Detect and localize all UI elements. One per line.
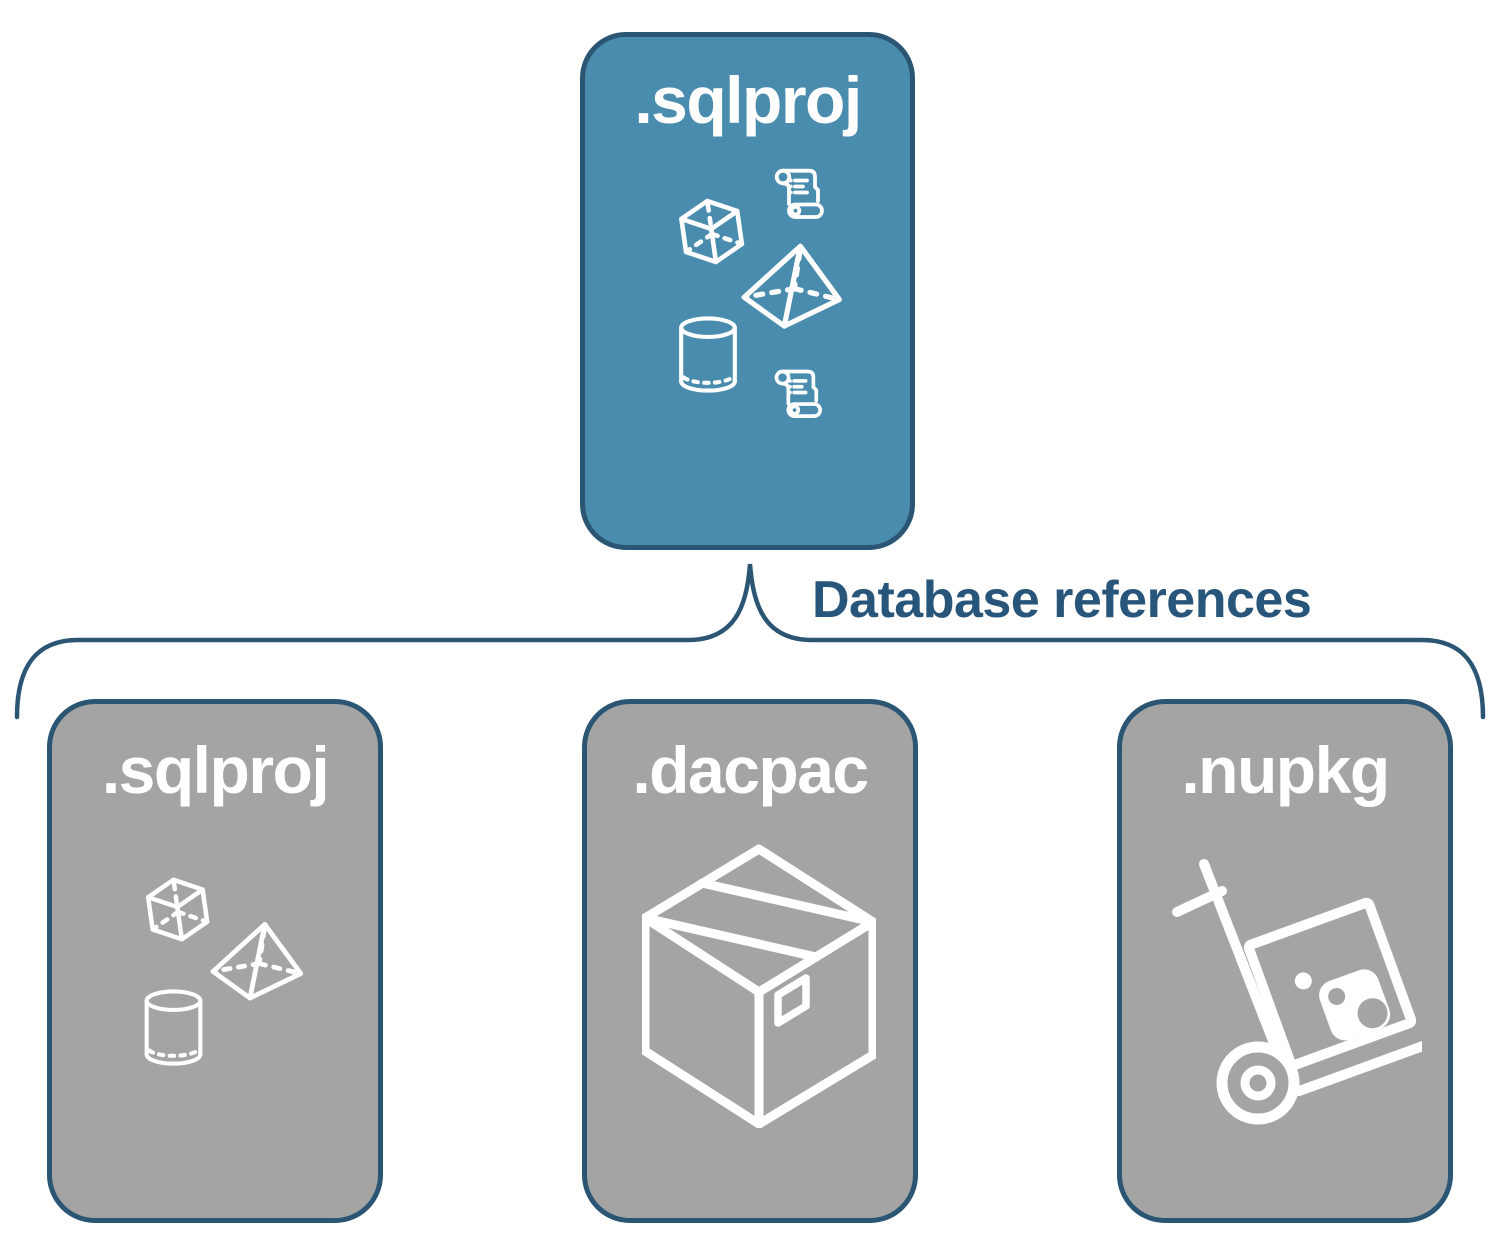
database-cylinder-icon	[675, 315, 741, 395]
sql-script-icon	[770, 365, 824, 421]
root-node-sqlproj: .sqlproj	[580, 32, 915, 550]
root-node-title: .sqlproj	[634, 63, 862, 137]
pyramid-icon	[210, 916, 306, 1008]
connector-label: Database references	[812, 571, 1312, 629]
child-node-title: .nupkg	[1181, 733, 1390, 807]
child-node-nupkg: .nupkg	[1117, 699, 1453, 1223]
child-node-dacpac: .dacpac	[582, 699, 918, 1223]
child-node-title: .dacpac	[632, 733, 869, 807]
database-cylinder-icon	[140, 988, 207, 1068]
hand-truck-nuget-package-icon	[1160, 854, 1422, 1146]
child-node-title: .sqlproj	[101, 733, 330, 807]
child-node-sqlproj: .sqlproj	[47, 699, 383, 1223]
package-box-icon	[642, 844, 876, 1128]
cube-icon	[671, 193, 753, 275]
sql-script-icon	[770, 165, 826, 221]
pyramid-icon	[741, 241, 845, 333]
cube-icon	[136, 872, 220, 952]
